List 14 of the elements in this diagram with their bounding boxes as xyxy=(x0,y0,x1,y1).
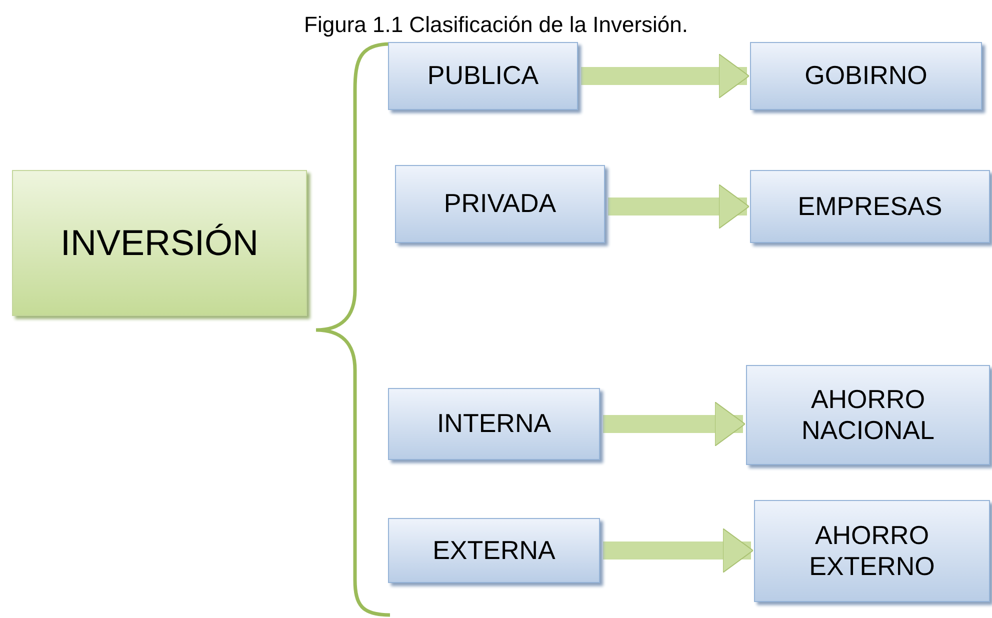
category-box: PUBLICA xyxy=(388,42,578,110)
block-arrow xyxy=(603,402,746,446)
block-arrow xyxy=(581,54,750,98)
category-box: EMPRESAS xyxy=(750,170,990,243)
category-box: PRIVADA xyxy=(395,165,605,243)
category-box: GOBIRNO xyxy=(750,42,982,110)
figure-title: Figura 1.1 Clasificación de la Inversión. xyxy=(303,12,689,38)
block-arrow xyxy=(603,528,754,573)
category-box: EXTERNA xyxy=(388,518,600,583)
category-box: INTERNA xyxy=(388,388,600,460)
main-concept-box: INVERSIÓN xyxy=(12,170,307,316)
category-box: AHORRO NACIONAL xyxy=(746,365,990,465)
category-box: AHORRO EXTERNO xyxy=(754,500,990,602)
block-arrow xyxy=(608,184,750,229)
